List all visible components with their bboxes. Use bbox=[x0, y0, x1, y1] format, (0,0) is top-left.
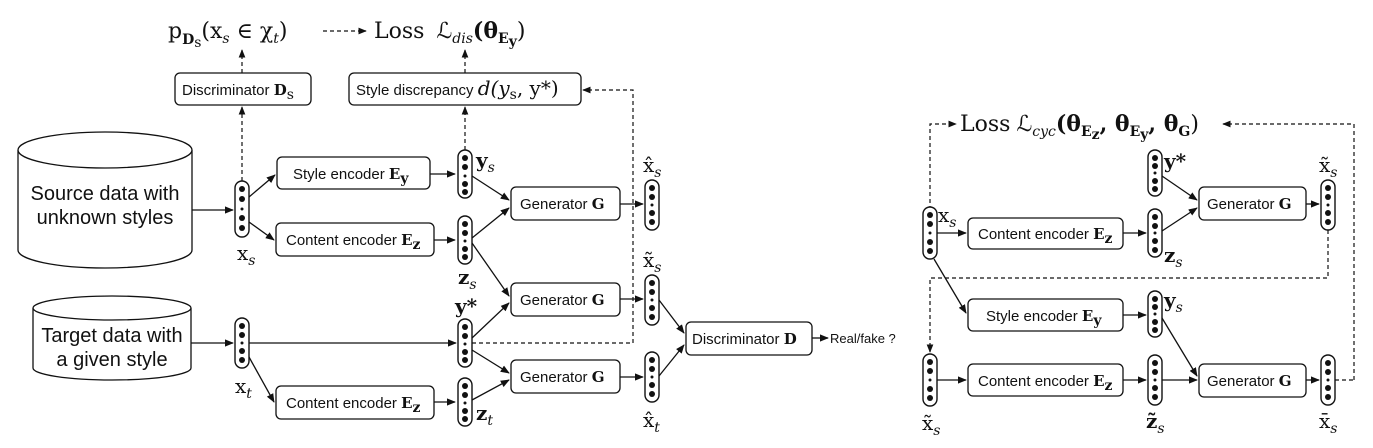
right-ys-label: ys bbox=[1163, 288, 1183, 316]
xhat-s-label: x̂s bbox=[643, 153, 661, 181]
generator-1-label: Generator G bbox=[520, 195, 605, 213]
xhat-s-vector bbox=[644, 179, 660, 231]
xs-vector bbox=[234, 180, 250, 238]
xbar-to-cycloss-dashed bbox=[1222, 120, 1355, 380]
right-ystar-vector bbox=[1147, 149, 1163, 197]
ystar-to-sd-dashed bbox=[472, 86, 634, 344]
discriminator-label: Discriminator D bbox=[692, 330, 797, 348]
ystar-vector bbox=[457, 318, 473, 368]
xs-label: xs bbox=[237, 241, 255, 269]
right-style-encoder-label: Style encoder Ey bbox=[986, 307, 1102, 329]
source-prob-formula: pDs(xs ∈ χt) bbox=[168, 19, 287, 51]
content-encoder-2-label: Content encoder Ez bbox=[286, 394, 421, 416]
target-database: Target data with a given style bbox=[32, 295, 192, 381]
xhat-t-label: x̂t bbox=[643, 408, 660, 436]
right-xtilde-s2-vector bbox=[922, 353, 938, 407]
svg-text:Source data with: Source data with bbox=[31, 183, 180, 205]
right-content-encoder-2-label: Content encoder Ez bbox=[978, 372, 1113, 394]
right-zs-label: zs bbox=[1164, 243, 1183, 271]
right-ystar-label: y* bbox=[1163, 149, 1187, 173]
xt-vector bbox=[234, 317, 250, 369]
right-xtilde-s-vector bbox=[1320, 179, 1336, 231]
generator-2-label: Generator G bbox=[520, 291, 605, 309]
style-encoder-label: Style encoder Ey bbox=[293, 165, 409, 187]
right-xbar-s-label: x̄s bbox=[1319, 409, 1337, 437]
right-generator-2-label: Generator G bbox=[1207, 372, 1292, 390]
discriminator-s-label: Discriminator Ds bbox=[182, 81, 294, 103]
xtilde-s-vector bbox=[644, 274, 660, 326]
zt-label: zt bbox=[476, 401, 493, 429]
ystar-label: y* bbox=[454, 294, 478, 318]
right-xs-vector bbox=[922, 206, 938, 260]
svg-text:a given style: a given style bbox=[56, 349, 167, 371]
discriminator-s-box bbox=[174, 72, 312, 106]
xtilde-s-label: x̃s bbox=[643, 248, 661, 276]
generator-3-label: Generator G bbox=[520, 368, 605, 386]
right-ztilde-s-vector bbox=[1147, 354, 1163, 406]
right-xbar-s-vector bbox=[1320, 354, 1336, 406]
zt-vector bbox=[457, 377, 473, 427]
real-fake-label: Real/fake ? bbox=[830, 331, 896, 346]
style-encoder-box bbox=[276, 156, 431, 190]
right-xs-label: xs bbox=[938, 203, 956, 231]
svg-text:unknown styles: unknown styles bbox=[37, 207, 174, 229]
style-discrepancy-label: Style discrepancy d(ys, y*) bbox=[356, 76, 559, 103]
right-generator-1-label: Generator G bbox=[1207, 195, 1292, 213]
right-ztilde-s-label: z̃s bbox=[1146, 409, 1165, 437]
ys-vector bbox=[457, 149, 473, 199]
zs-label: zs bbox=[458, 265, 477, 293]
right-zs-vector bbox=[1147, 208, 1163, 258]
xt-label: xt bbox=[235, 374, 252, 402]
right-ys-vector bbox=[1147, 290, 1163, 338]
content-encoder-1-label: Content encoder Ez bbox=[286, 231, 421, 253]
xs-to-cycloss-dashed bbox=[929, 120, 957, 210]
xtilde-feedback-dashed bbox=[926, 230, 1329, 353]
right-content-encoder-1-label: Content encoder Ez bbox=[978, 225, 1113, 247]
right-xtilde-s2-label: x̃s bbox=[922, 411, 940, 439]
ys-label: ys bbox=[475, 148, 495, 176]
zs-vector bbox=[457, 215, 473, 265]
source-database: Source data with unknown styles bbox=[17, 131, 193, 269]
xhat-t-vector bbox=[644, 351, 660, 403]
svg-text:Target data with: Target data with bbox=[41, 325, 182, 347]
right-xtilde-s-label: x̃s bbox=[1319, 153, 1337, 181]
